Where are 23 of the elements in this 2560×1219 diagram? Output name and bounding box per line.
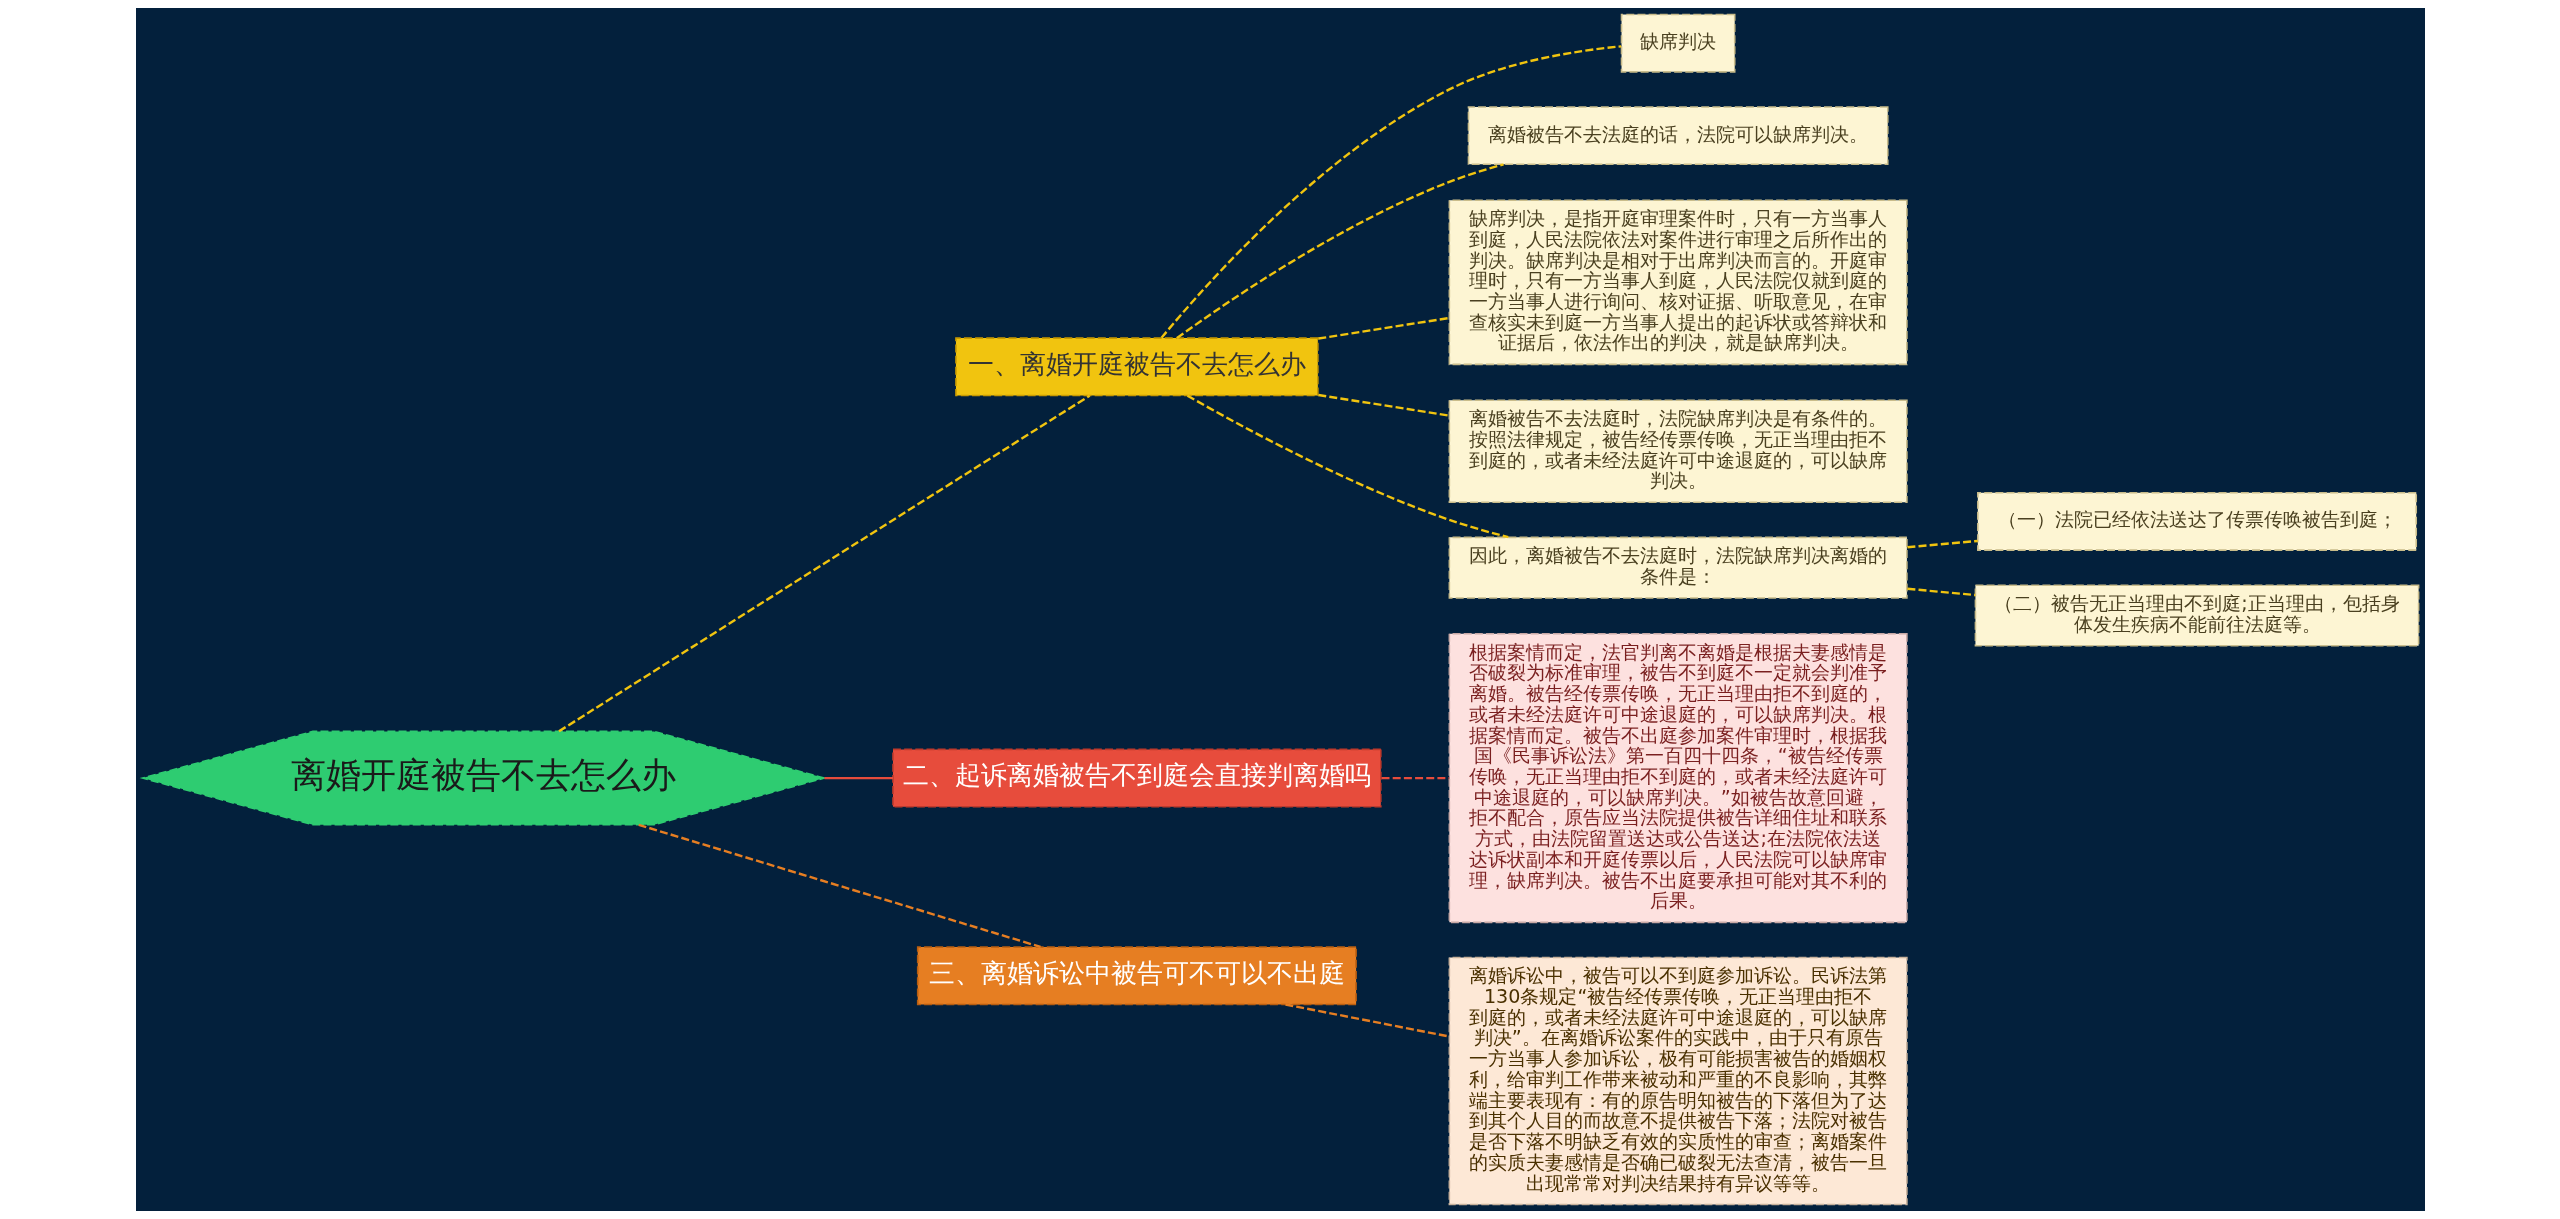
connector [1175,163,1504,339]
node-box: 离婚被告不去法庭时，法院缺席判决是有条件的。按照法律规定，被告经传票传唤，无正当理由拒不到庭的，或者未经法庭许可中途退庭的，可以缺席判决。 [1448,399,1908,504]
node-box: 根据案情而定，法官判离不离婚是根据夫妻感情是否破裂为标准审理，被告不到庭不一定就会判准予离婚。被告经传票传唤，无正当理由拒不到庭的，或者未经法庭许可中途退庭的，可以缺席判决。根据案情而定。被告不出庭参加案件审理时，根据我国《民事诉讼法》第一百四十四条，“被告经传票传唤，无正当理由拒不到庭的，或者未经法庭许可中途退庭的，可以缺席判决。”如被告故意回避，拒不配合，原告应当法院提供被告详细住址和联系方式，由法院留置送达或公告送达;在法院依法送达诉状副本和开庭传票以后，人民法院可以缺席审理，缺席判决。被告不出庭要承担可能对其不利的后果。 [1448,633,1908,924]
connector [1284,1003,1450,1038]
node-box: 缺席判决 [1620,13,1735,73]
connector [1317,393,1449,417]
node-box: （一）法院已经依法送达了传票传唤被告到庭； [1976,491,2417,551]
connector [1160,45,1621,339]
connector [557,394,1090,733]
node-box: 三、离婚诉讼中被告可不可以不出庭 [916,946,1357,1006]
node-box: 一、离婚开庭被告不去怎么办 [954,337,1319,397]
node-box: 离婚被告不去法庭的话，法院可以缺席判决。 [1467,106,1889,166]
node-box: （二）被告无正当理由不到庭;正当理由，包括身体发生疾病不能前往法庭等。 [1974,584,2419,647]
node-box: 因此，离婚被告不去法庭时，法院缺席判决离婚的条件是： [1448,536,1908,599]
node-box: 缺席判决，是指开庭审理案件时，只有一方当事人到庭，人民法院依法对案件进行审理之后所作出的判决。缺席判决是相对于出席判决而言的。开庭审理时，只有一方当事人到庭，人民法院仅就到庭的一方当事人进行询问、核对证据、听取意见，在审查核实未到庭一方当事人提出的起诉状或答辩状和证据后，依法作出的判决，就是缺席判决。 [1448,199,1908,366]
connector [1906,539,1978,549]
connector [1186,394,1509,539]
node-box: 离婚诉讼中，被告可以不到庭参加诉讼。民诉法第130条规定“被告经传票传唤，无正当理由拒不到庭的，或者未经法庭许可中途退庭的，可以缺席判决”。在离婚诉讼案件的实践中，由于只有原告一方当事人参加诉讼，极有可能损害被告的婚姻权利，给审判工作带来被动和严重的不良影响，其弊端主要表现有：有的原告明知被告的下落但为了达到其个人目的而故意不提供被告下落；法院对被告是否下落不明缺乏有效的实质性的审查；离婚案件的实质夫妻感情是否确已破裂无法查清，被告一旦出现常常对判决结果持有异议等等。 [1448,956,1908,1206]
connector [637,823,1041,949]
connector [823,776,893,780]
connector [1317,316,1449,340]
node-box: 二、起诉离婚被告不到庭会直接判离婚吗 [891,748,1382,808]
connector [1906,587,1975,597]
